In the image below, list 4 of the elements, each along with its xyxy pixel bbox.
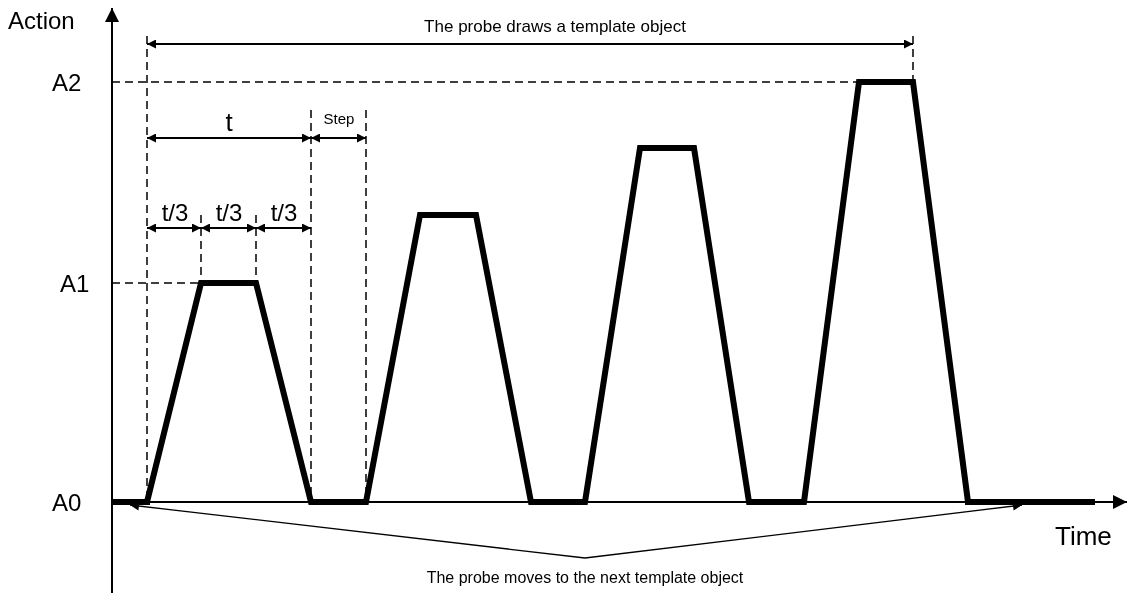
baseline-segment	[965, 499, 1095, 505]
annotation-text: The probe moves to the next template object	[426, 569, 744, 586]
baseline-segment	[112, 499, 150, 505]
axis-label: The probe draws a template object	[424, 17, 686, 36]
